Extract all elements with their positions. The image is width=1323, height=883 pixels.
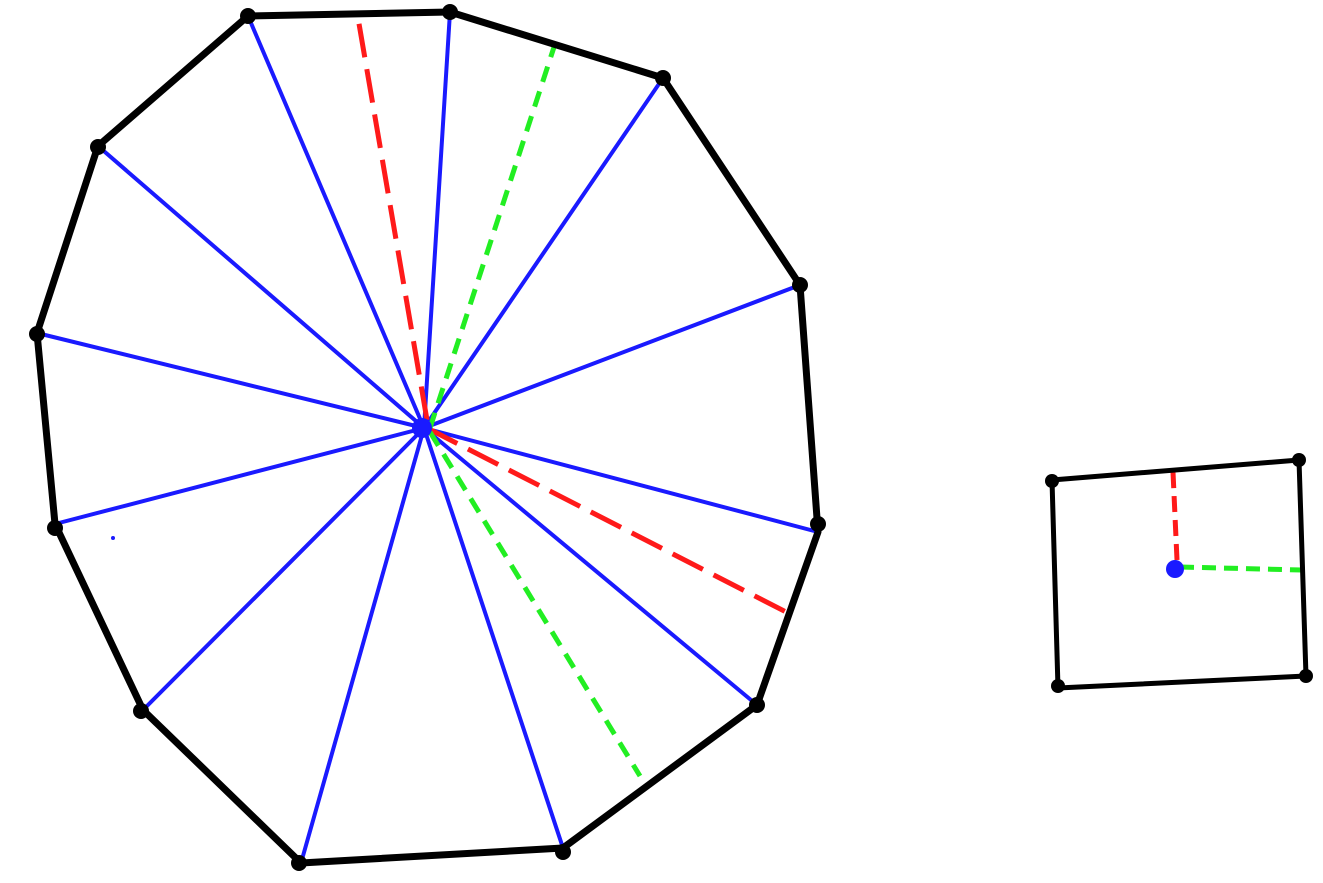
square-vertices: [1045, 453, 1313, 693]
vertex: [29, 326, 45, 342]
square-red-dashed-line: [1170, 471, 1180, 561]
spoke: [35, 331, 426, 430]
vertex: [810, 516, 826, 532]
green-dashed-line-top: [427, 43, 558, 429]
spoke: [141, 426, 426, 712]
vertex: [133, 703, 149, 719]
spoke: [422, 283, 802, 430]
red-dashed-line-right: [425, 425, 792, 617]
spoke: [422, 426, 820, 534]
spoke: [422, 10, 452, 430]
square-green-dashed-line: [1179, 564, 1303, 573]
dodecagon-red-dashes: [354, 11, 792, 617]
square-center-point: [1166, 560, 1184, 578]
vertex: [792, 277, 808, 293]
vertex: [90, 139, 106, 155]
spoke: [53, 426, 426, 526]
red-dashed-line-top: [354, 11, 430, 421]
dodecagon-vertices: [29, 4, 826, 871]
spoke: [246, 14, 426, 430]
stray-dot: [111, 536, 115, 540]
dodecagon-spokes: [35, 10, 820, 865]
vertex: [1045, 474, 1059, 488]
vertex: [47, 520, 63, 536]
spoke: [96, 144, 426, 430]
spoke: [422, 426, 565, 850]
square-figure: [1045, 453, 1313, 693]
dodecagon-center-point: [412, 418, 432, 438]
dodecagon-green-dashes: [427, 43, 643, 778]
vertex: [1051, 679, 1065, 693]
vertex: [1299, 669, 1313, 683]
vertex: [291, 855, 307, 871]
vertex: [749, 697, 765, 713]
dodecagon-figure: [29, 4, 826, 871]
vertex: [240, 8, 256, 24]
green-dashed-line-bottom: [427, 430, 643, 778]
vertex: [442, 4, 458, 20]
spoke: [422, 426, 759, 707]
spoke: [299, 426, 426, 865]
spoke: [422, 76, 665, 430]
vertex: [1292, 453, 1306, 467]
vertex: [655, 70, 671, 86]
vertex: [555, 844, 571, 860]
